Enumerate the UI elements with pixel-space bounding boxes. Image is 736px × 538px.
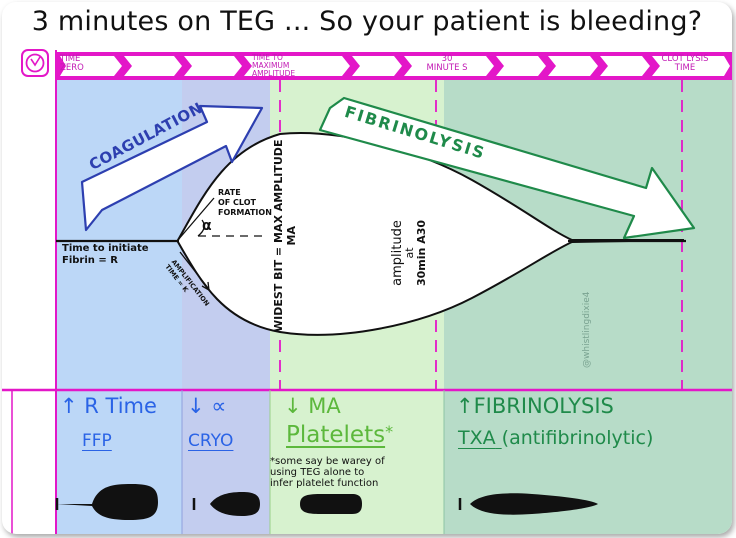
platelets-label: Platelets* [286,422,394,448]
timeline-band [56,52,732,80]
ffp-label: FFP [82,431,112,451]
watermark: @whistlingdixie4 [582,291,592,368]
timeline-label-clot-lysis: CLOT LYSIS TIME [661,54,709,73]
clock-icon [21,49,49,77]
teg-trace [56,132,686,336]
a30-label: amplitude at 30min A30 [390,219,428,286]
ma-heading: ↓ MA [284,394,341,418]
ma-label: WIDEST BIT = MAX AMPLITUDE MA [272,139,298,332]
page-title: 3 minutes on TEG ... So your patient is … [31,6,703,37]
r-time-heading: ↑ R Time [60,394,157,418]
cryo-label: CRYO [188,431,234,451]
coagulation-arrow [80,104,264,232]
txa-label: TXA (antifibrinolytic) [458,427,654,449]
fibrinolysis-arrow [318,96,696,240]
timeline-label-30-minutes: 30 MINUTE S [426,54,468,73]
r-label: Time to initiate Fibrin = R [62,243,149,266]
platelet-note: *some say be warey of using TEG alone to… [270,456,385,489]
alpha-heading: ↓ ∝ [187,394,227,418]
timeline-label-time-zero: TIME ZERO [60,54,84,73]
timeline-label-time-to-max: TIME TO MAXIMUM AMPLITUDE [252,53,296,78]
fibrinolysis-heading: ↑FIBRINOLYSIS [456,394,614,418]
alpha-symbol: α [202,218,212,234]
teg-silhouettes [55,484,598,520]
alpha-label: RATE OF CLOT FORMATION [218,188,272,217]
